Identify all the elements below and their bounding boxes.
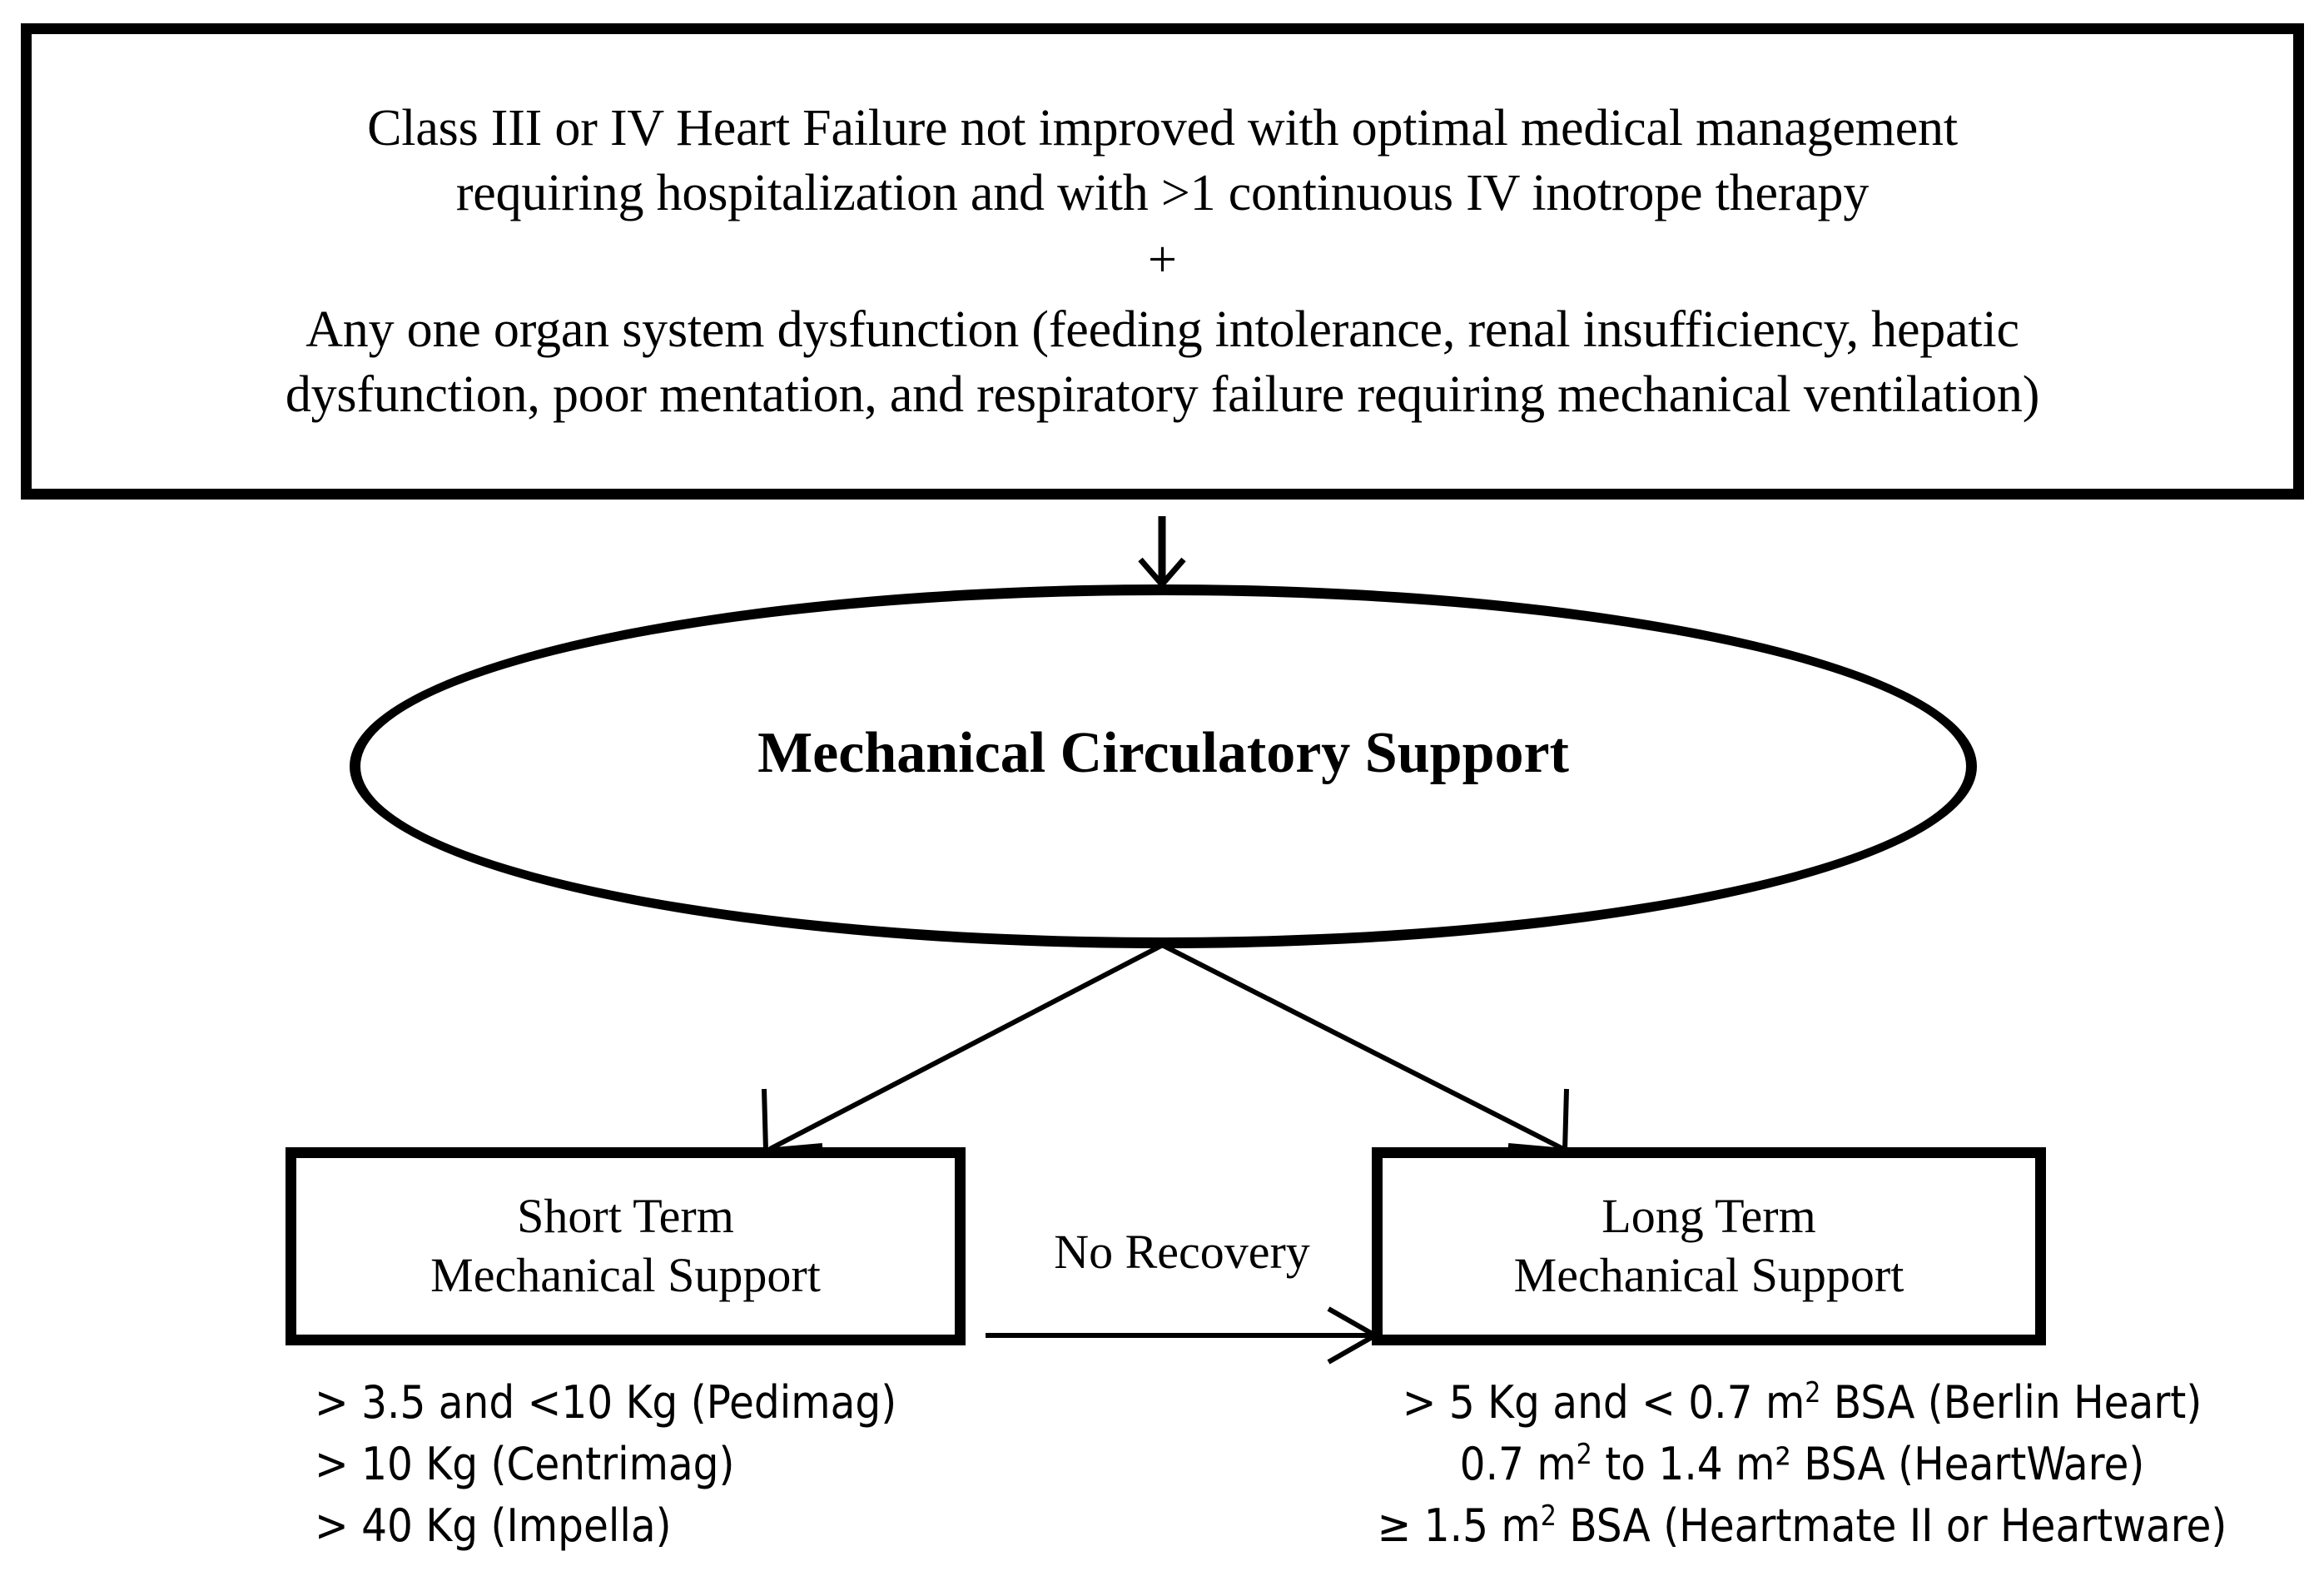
criteria-line-2: requiring hospitalization and with >1 co…: [455, 164, 1870, 221]
device-text: > 5 Kg and < 0.7 m: [1402, 1376, 1805, 1429]
arrow-down-icon: [1138, 516, 1186, 588]
list-item: 0.7 m2 to 1.4 m² BSA (HeartWare): [1299, 1434, 2306, 1495]
device-text-suffix: to 1.4 m² BSA (HeartWare): [1592, 1437, 2145, 1490]
mechanical-circulatory-support-node: Mechanical Circulatory Support: [350, 584, 1977, 948]
short-term-device-list: > 3.5 and <10 Kg (Pedimag) > 10 Kg (Cent…: [315, 1372, 896, 1557]
list-item: > 10 Kg (Centrimag): [315, 1434, 896, 1495]
criteria-plus-symbol: +: [1148, 231, 1177, 288]
no-recovery-label: No Recovery: [1054, 1225, 1310, 1279]
arrow-right-icon: [986, 1306, 1381, 1365]
long-term-line-1: Long Term: [1601, 1189, 1816, 1244]
criteria-line-4: dysfunction, poor mentation, and respira…: [285, 366, 2040, 424]
device-text: > 3.5 and <10 Kg (Pedimag): [315, 1376, 897, 1429]
device-superscript: 2: [1805, 1376, 1821, 1409]
criteria-line-3: Any one organ system dysfunction (feedin…: [305, 301, 2019, 359]
device-text: > 40 Kg (Impella): [315, 1499, 672, 1552]
short-term-line-2: Mechanical Support: [430, 1248, 821, 1302]
device-text: ≥ 1.5 m: [1377, 1499, 1541, 1552]
criteria-group-two: Any one organ system dysfunction (feedin…: [81, 297, 2245, 427]
device-text-suffix: BSA (Berlin Heart): [1820, 1376, 2202, 1429]
criteria-line-1: Class III or IV Heart Failure not improv…: [367, 99, 1958, 157]
device-text-suffix: BSA (Heartmate II or Heartware): [1556, 1499, 2227, 1552]
list-item: > 5 Kg and < 0.7 m2 BSA (Berlin Heart): [1299, 1372, 2306, 1434]
device-text: > 10 Kg (Centrimag): [315, 1437, 735, 1490]
long-term-device-list: > 5 Kg and < 0.7 m2 BSA (Berlin Heart) 0…: [1299, 1372, 2306, 1557]
criteria-box: Class III or IV Heart Failure not improv…: [21, 23, 2304, 500]
ellipse-label: Mechanical Circulatory Support: [757, 720, 1569, 785]
device-superscript: 2: [1540, 1499, 1557, 1532]
criteria-box-content: Class III or IV Heart Failure not improv…: [32, 34, 2293, 489]
criteria-group-one: Class III or IV Heart Failure not improv…: [81, 96, 2245, 226]
list-item: ≥ 1.5 m2 BSA (Heartmate II or Heartware): [1299, 1495, 2306, 1557]
branch-arrows-icon: [762, 943, 1569, 1154]
list-item: > 40 Kg (Impella): [315, 1495, 896, 1557]
list-item: > 3.5 and <10 Kg (Pedimag): [315, 1372, 896, 1434]
device-superscript: 2: [1576, 1437, 1592, 1470]
short-term-support-box: Short Term Mechanical Support: [286, 1147, 966, 1345]
long-term-support-box: Long Term Mechanical Support: [1372, 1147, 2046, 1345]
short-term-line-1: Short Term: [517, 1189, 734, 1244]
long-term-line-2: Mechanical Support: [1513, 1248, 1904, 1302]
device-text: 0.7 m: [1459, 1437, 1577, 1490]
